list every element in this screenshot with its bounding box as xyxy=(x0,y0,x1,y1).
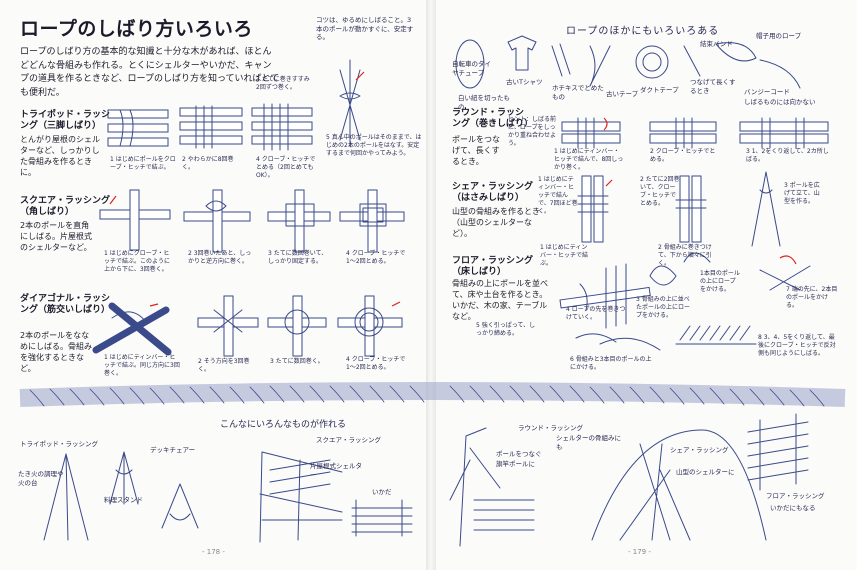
round-step-2: 2 クローブ・ヒッチでとめる。 xyxy=(650,148,716,163)
square-step-1: 1 はじめにクローブ・ヒッチで結ぶ。このように上から下に、3回巻く。 xyxy=(104,250,171,273)
diagonal-step-1: 1 はじめにティンバー・ヒッチで結ぶ。同じ方向に3回巻く。 xyxy=(104,354,180,377)
section-title-round: ラウンド・ラッシング（巻きしばり） xyxy=(452,108,534,129)
project-label-2: デッキチェアー xyxy=(150,446,196,454)
tool-label-2: 古いTシャツ xyxy=(506,78,543,86)
page-title: ロープのしばり方いろいろ xyxy=(20,18,253,40)
diagonal-step-2: 2 そう方向を3回巻く。 xyxy=(198,358,250,373)
section-desc-diagonal: 2本のポールをななめにしばる。骨組みを強化するときなど。 xyxy=(20,331,92,373)
shear-step-3: 3 ポールを広げて立て、山型を作る。 xyxy=(784,182,820,205)
floor-step-8: 8 3、4、5をくり返して、最後にクローブ・ヒッチで反対側も同じようにしばる。 xyxy=(758,334,836,357)
tripod-step-5: 5 真ん中のポールはそのままで、はじめの2本のポールをはなす。安定するまで何回か… xyxy=(326,134,422,157)
alternative-ropes-illustrations xyxy=(455,35,801,89)
square-lashing-illustrations xyxy=(99,189,405,253)
project-label-6: いかだ xyxy=(372,488,392,496)
section-desc-shear: 山型の骨組みを作るとき（山型のシェルターなど）。 xyxy=(452,207,540,238)
projects-illustrations xyxy=(43,413,809,547)
floor-step-3: 3 骨組みの上に並べたポールの上にロープをかける。 xyxy=(636,296,691,319)
intro-paragraph: ロープのしばり方の基本的な知識と十分な木があれば、ほとんどどんな骨組みも作れる。… xyxy=(20,47,280,98)
tool-label-9: しばるものには向かない xyxy=(744,98,816,106)
diagonal-step-3: 3 たてに数回巻く。 xyxy=(270,358,324,365)
floor-step-9: 1本目のポールの上にロープをかける。 xyxy=(700,270,740,293)
tool-label-7: つなげて長くするとき xyxy=(690,78,736,95)
square-step-3: 3 たてに数回巻いて、しっかり固定する。 xyxy=(268,250,328,265)
project-label-5: 片屋根式シェルター xyxy=(310,462,362,479)
floor-step-1: 1 はじめにティンバー・ヒッチで結ぶ。 xyxy=(540,244,589,267)
tripod-lashing-illustrations xyxy=(107,59,365,151)
diagonal-step-4: 4 クローブ・ヒッチで1〜2回とめる。 xyxy=(346,356,406,371)
tool-label-1: 自転車のタイヤチューブ xyxy=(452,60,491,77)
project-label-8: ポールをつなぐ xyxy=(496,450,542,458)
shear-lashing-illustrations xyxy=(577,171,781,247)
section-title-shear: シェア・ラッシング（はさみしばり） xyxy=(452,182,534,203)
shear-step-1: 1 はじめにティンバー・ヒッチで結んで、7回ほど巻く。 xyxy=(538,176,578,215)
shear-step-2: 2 たてに2回巻いて、クローブ・ヒッチでとめる。 xyxy=(640,176,680,207)
round-lashing-illustrations xyxy=(561,117,829,149)
project-label-11: シェア・ラッシング xyxy=(670,446,729,454)
section-desc-floor: 骨組みの上にポールを並べて、床や土台を作るとき。いかだ、木の家、テーブルなど。 xyxy=(452,279,548,321)
floor-step-7: 7 端の先に、2本目のポールをかける。 xyxy=(786,286,838,309)
tool-label-6: 結束バンド xyxy=(700,40,733,48)
book-gutter xyxy=(426,0,436,570)
tool-label-4: ダクトテープ xyxy=(640,86,679,94)
project-label-3: 料理スタンド xyxy=(104,496,143,504)
section-title-diagonal: ダイアゴナル・ラッシング（筋交いしばり） xyxy=(20,294,111,315)
diagonal-lashing-illustrations xyxy=(92,295,403,357)
section-title-square: スクエア・ラッシング（角しばり） xyxy=(20,196,111,217)
round-step-1: 1 はじめにティンバー・ヒッチで結んで、8回しっかり巻く。 xyxy=(554,148,624,171)
project-label-7: ラウンド・ラッシング xyxy=(518,424,583,432)
floor-step-6: 6 骨組みと3本目のポールの上にかける。 xyxy=(570,356,652,371)
project-label-10: シェルターの骨組みにも xyxy=(556,434,621,451)
right-page-title: ロープのほかにもいろいろある xyxy=(566,26,720,37)
page-number-left: - 178 - xyxy=(202,548,225,556)
tool-label-8: バンジーコード xyxy=(744,88,790,96)
section-desc-square: 2本のポールを直角にしばる。片屋根式のシェルターなど。 xyxy=(20,221,92,252)
tripod-step-4: 4 クローブ・ヒッチでとめる（2回とめてもOK）。 xyxy=(256,156,316,179)
tool-label-0: 白い紐を切ったもの xyxy=(458,94,510,111)
project-label-1: たき火の調理や火の台 xyxy=(18,470,64,487)
project-label-14: いかだにもなる xyxy=(770,504,816,512)
section-title-floor: フロア・ラッシング（床しばり） xyxy=(452,256,534,277)
section-desc-round: ポールをつなげて、長くするとき。 xyxy=(452,135,500,166)
tripod-step-2: 2 やわらかに8回巻く。 xyxy=(182,156,234,171)
tool-label-3: ホチキスでとめたもの xyxy=(552,84,604,101)
round-hint: ヒント：しばる前に、ロープをしっかり重ね合わせよう。 xyxy=(508,116,557,147)
section-title-tripod: トライポッド・ラッシング（三脚しばり） xyxy=(20,110,111,131)
round-step-3: 3 1、2をくり返して、2カ所しばる。 xyxy=(746,148,829,163)
square-step-4: 4 クローブ・ヒッチで1〜2回とめる。 xyxy=(346,250,406,265)
square-step-2: 2 3回巻いたあと、しっかりと逆方向に巻く。 xyxy=(188,250,252,265)
tripod-tip: コツは、ゆるめにしばること。3本のポールが動かすぐに、安定する。 xyxy=(316,16,414,41)
tool-label-10: 帽子用のロープ xyxy=(756,32,802,40)
floor-step-5: 5 強く引っぱって、しっかり締める。 xyxy=(476,322,536,337)
floor-lashing-illustrations xyxy=(559,252,811,351)
floor-step-2: 2 骨組みに巻きつけて、下から順々に引く。 xyxy=(658,244,712,267)
tripod-step-1: 1 はじめにポールをクローブ・ヒッチで結ぶ。 xyxy=(110,156,176,171)
page-number-right: - 179 - xyxy=(628,548,651,556)
tripod-step-3: 3 たてに巻きすすみ2回ずつ巻く。 xyxy=(256,76,310,91)
project-label-9: 旗竿ポールに xyxy=(496,460,535,468)
projects-title: こんなにいろんなものが作れる xyxy=(220,420,347,430)
project-label-12: 山型のシェルターに xyxy=(676,468,735,476)
rope-divider xyxy=(19,382,846,407)
floor-step-4: 4 ロープの先を巻きつけていく。 xyxy=(566,306,626,321)
project-label-0: トライポッド・ラッシング xyxy=(20,440,98,448)
section-desc-tripod: とんがり屋根のシェルターなど、しっかりした骨組みを作るときに。 xyxy=(20,135,100,177)
project-label-4: スクエア・ラッシング xyxy=(316,436,381,444)
project-label-13: フロア・ラッシング xyxy=(766,492,825,500)
tool-label-5: 古いテープ xyxy=(606,90,639,98)
